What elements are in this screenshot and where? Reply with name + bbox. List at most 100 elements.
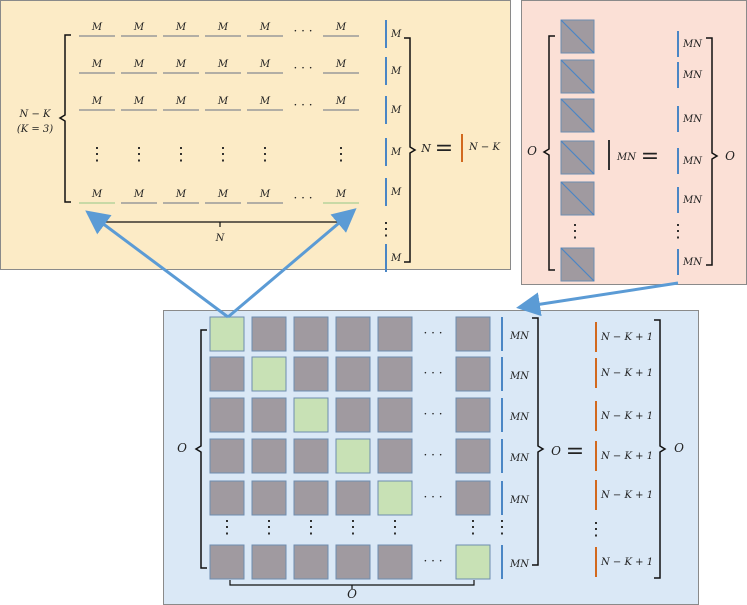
gray-block <box>209 544 245 580</box>
tl-bottom-brace <box>94 215 348 227</box>
hdots: · · · <box>293 191 312 205</box>
bottom-right-bracket <box>654 319 667 579</box>
tl-vector-label: M <box>390 253 402 264</box>
m-label: M <box>259 59 271 70</box>
tl-vector-label: M <box>390 66 402 77</box>
gray-block <box>209 397 245 433</box>
gray-block <box>251 397 287 433</box>
bottom-equals: = <box>566 439 584 464</box>
gray-block <box>455 397 491 433</box>
vdots: ⋮ <box>344 517 362 538</box>
m-label: M <box>259 22 271 33</box>
tl-vector-label: M <box>390 29 402 40</box>
brackets <box>58 34 719 589</box>
gray-block <box>293 480 329 516</box>
bottom-column-label: MN <box>509 412 530 423</box>
vector-bars <box>385 20 679 579</box>
m-label: M <box>175 59 187 70</box>
tr-block-diagonal <box>560 140 595 175</box>
tl-row-label-note: (K = 3) <box>17 124 53 135</box>
gray-block <box>209 480 245 516</box>
tr-left-bracket <box>542 35 555 271</box>
tl-vector-label: M <box>390 105 402 116</box>
bottom-right-label: O <box>674 441 684 455</box>
m-label: M <box>133 59 145 70</box>
tl-left-bracket <box>58 34 71 203</box>
gray-block <box>455 316 491 352</box>
vdots: ⋮ <box>260 517 278 538</box>
m-label: M <box>217 22 229 33</box>
bottom-vector-label: N − K + 1 <box>600 490 653 501</box>
vdots: ⋮ <box>587 519 605 540</box>
bottom-bottom-label: O <box>347 587 357 601</box>
bottom-vector-label: N − K + 1 <box>600 557 653 568</box>
m-label: M <box>91 22 103 33</box>
hdots: · · · <box>423 448 442 462</box>
tr-block-diagonal <box>560 181 595 216</box>
bottom-vector-label: N − K + 1 <box>600 411 653 422</box>
vdots: ⋮ <box>566 221 584 242</box>
gray-block <box>209 438 245 474</box>
gray-block <box>251 480 287 516</box>
arrow-to-first-column <box>85 210 229 319</box>
green-block <box>293 397 329 433</box>
bottom-column-label: MN <box>509 453 530 464</box>
vdots: ⋮ <box>218 517 236 538</box>
m-label: M <box>259 189 271 200</box>
tr-vector-label: MN <box>682 195 703 206</box>
bottom-mid-bracket <box>532 317 545 566</box>
gray-block <box>377 544 413 580</box>
green-block <box>377 480 413 516</box>
arrow-to-last-column <box>227 208 357 319</box>
m-label: M <box>335 22 347 33</box>
gray-block <box>377 316 413 352</box>
vdots: ⋮ <box>130 144 148 165</box>
hdots: · · · <box>423 366 442 380</box>
gray-block <box>377 397 413 433</box>
gray-block <box>377 356 413 392</box>
gray-block <box>377 438 413 474</box>
gray-block <box>293 438 329 474</box>
m-label: M <box>175 96 187 107</box>
tr-block-diagonal <box>560 19 595 54</box>
bottom-vector-label: N − K + 1 <box>600 332 653 343</box>
tl-equals: = <box>435 136 453 161</box>
vdots: ⋮ <box>669 221 687 242</box>
gray-block <box>455 356 491 392</box>
m-label: M <box>217 189 229 200</box>
tr-left-label: O <box>527 144 537 158</box>
hdots: · · · <box>293 61 312 75</box>
green-block <box>251 356 287 392</box>
tr-right-label: O <box>725 149 735 163</box>
m-label: M <box>133 96 145 107</box>
arrows <box>85 208 679 319</box>
hdots: · · · <box>423 554 442 568</box>
bottom-column-label: MN <box>509 331 530 342</box>
m-label: M <box>335 189 347 200</box>
bottom-mid-label: O <box>551 444 561 458</box>
vdots: ⋮ <box>256 144 274 165</box>
green-block <box>209 316 245 352</box>
tl-right-label: N <box>420 142 431 155</box>
gray-block <box>293 544 329 580</box>
tr-vector-label: MN <box>682 114 703 125</box>
top-left-panel <box>0 0 511 270</box>
gray-block <box>251 316 287 352</box>
m-label: M <box>175 189 187 200</box>
gray-block <box>209 356 245 392</box>
gray-block <box>335 316 371 352</box>
vdots: ⋮ <box>302 517 320 538</box>
gray-block <box>455 480 491 516</box>
m-label: M <box>133 189 145 200</box>
tl-right-bracket <box>404 37 417 263</box>
hdots: · · · <box>423 407 442 421</box>
vdots: ⋮ <box>377 219 395 240</box>
gray-block <box>335 397 371 433</box>
tr-block-diagonal <box>560 247 595 282</box>
tl-vector-label: N − K <box>468 142 500 153</box>
bottom-vector-label: N − K + 1 <box>600 451 653 462</box>
m-label: M <box>175 22 187 33</box>
tr-block-diagonal <box>560 98 595 133</box>
tr-vector-label: MN <box>682 257 703 268</box>
tl-col-label: N <box>215 233 226 244</box>
